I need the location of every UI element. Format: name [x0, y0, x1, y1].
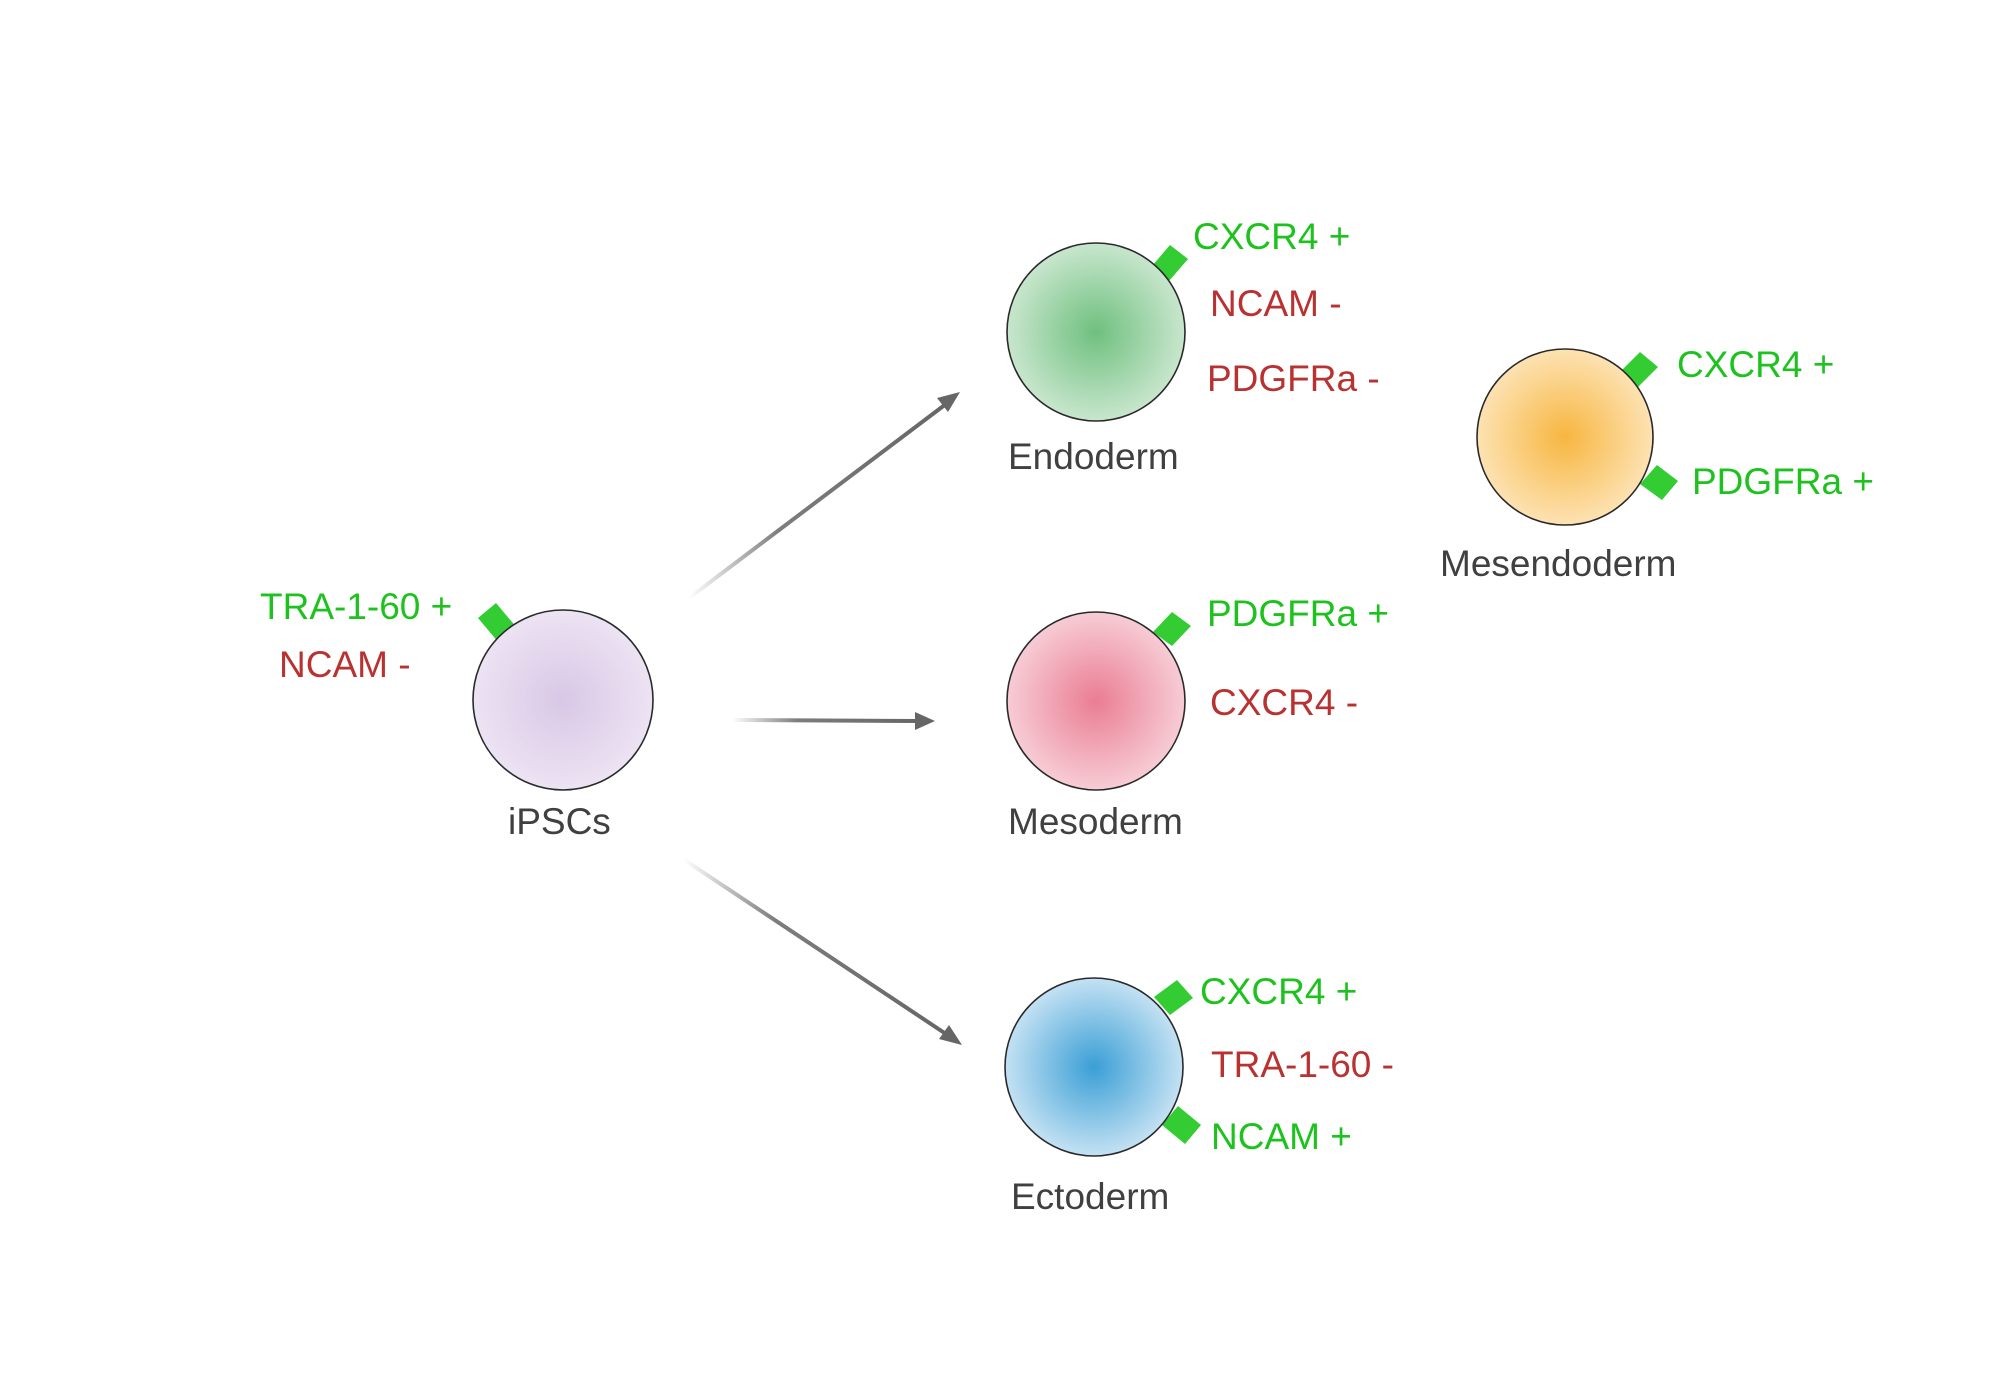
marker-ncam-negative: NCAM - [1210, 283, 1342, 324]
arrowhead-icon [937, 392, 960, 412]
marker-cxcr4-positive: CXCR4 + [1200, 971, 1357, 1012]
cell-body-mesoderm [1006, 611, 1186, 791]
marker-ncam-positive: NCAM + [1211, 1116, 1352, 1157]
cell-mesoderm: Mesoderm PDGFRa + CXCR4 - [1006, 593, 1389, 842]
cell-body-ipscs [472, 609, 654, 791]
cell-ipscs: iPSCs TRA-1-60 + NCAM - [260, 586, 654, 842]
marker-tra-1-60-negative: TRA-1-60 - [1211, 1044, 1394, 1085]
cell-ectoderm: Ectoderm CXCR4 + TRA-1-60 - NCAM + [1004, 971, 1394, 1217]
cell-body-ectoderm [1004, 977, 1184, 1157]
cell-mesendoderm: Mesendoderm CXCR4 + PDGFRa + [1440, 344, 1874, 584]
arrow-ipscs-to-endoderm [687, 392, 960, 600]
cell-label-ipscs: iPSCs [508, 801, 611, 842]
marker-cxcr4-negative: CXCR4 - [1210, 682, 1358, 723]
cell-label-mesendoderm: Mesendoderm [1440, 543, 1677, 584]
cell-body-endoderm [1006, 242, 1186, 422]
cell-body-mesendoderm [1476, 348, 1654, 526]
cell-label-endoderm: Endoderm [1008, 436, 1179, 477]
marker-tra-1-60-positive: TRA-1-60 + [260, 586, 452, 627]
marker-pdgfra-positive: PDGFRa + [1207, 593, 1389, 634]
marker-cxcr4-positive: CXCR4 + [1193, 216, 1350, 257]
receptor-icon [1640, 465, 1678, 500]
marker-cxcr4-positive: CXCR4 + [1677, 344, 1834, 385]
receptor-icon [1153, 612, 1191, 646]
cell-label-mesoderm: Mesoderm [1008, 801, 1183, 842]
cell-label-ectoderm: Ectoderm [1011, 1176, 1169, 1217]
cell-endoderm: Endoderm CXCR4 + NCAM - PDGFRa - [1006, 216, 1380, 477]
arrowhead-icon [939, 1025, 962, 1045]
arrow-ipscs-to-ectoderm [681, 857, 962, 1045]
receptor-icon [1162, 1106, 1201, 1144]
arrowhead-icon [915, 712, 935, 730]
marker-pdgfra-positive: PDGFRa + [1692, 461, 1874, 502]
receptor-icon [1154, 980, 1193, 1015]
arrow-ipscs-to-mesoderm [730, 712, 935, 730]
marker-pdgfra-negative: PDGFRa - [1207, 358, 1380, 399]
marker-ncam-negative: NCAM - [279, 644, 411, 685]
